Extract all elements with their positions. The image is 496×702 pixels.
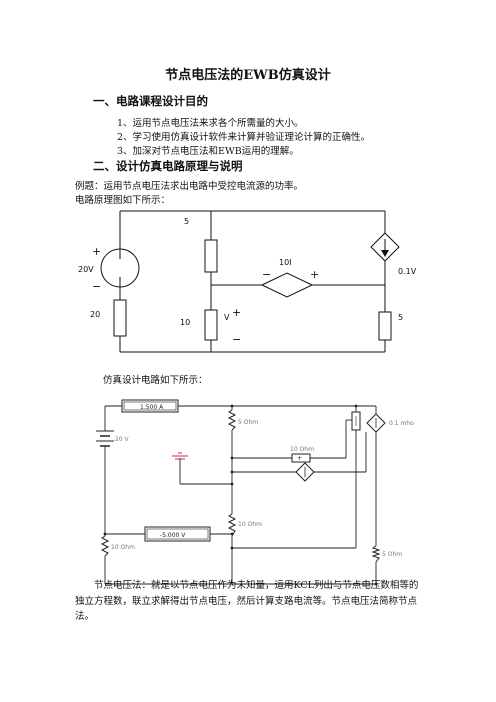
section-heading-1: 一、电路课程设计目的 xyxy=(93,94,208,108)
plus-sign: + xyxy=(310,268,319,281)
ctrl-source-label: 0.1V xyxy=(398,267,417,276)
resistor-label: 10 Ohm xyxy=(111,544,135,551)
resistor-top-label: 5 xyxy=(184,217,189,226)
resistor-label: 5 Ohm xyxy=(382,551,402,558)
page-title: 节点电压法的EWB仿真设计 xyxy=(165,68,331,83)
resistor-10ohm-middle xyxy=(227,513,237,537)
section-heading-2: 二、设计仿真电路原理与说明 xyxy=(93,159,243,173)
controlled-current-source xyxy=(370,232,400,262)
voltage-label: V xyxy=(224,313,230,322)
vccs-label: 0.1 mho xyxy=(389,420,414,427)
resistor-top xyxy=(204,239,218,273)
plus-sign: + xyxy=(232,306,241,319)
plus-sign: + xyxy=(297,455,302,462)
series-source-label: 10I xyxy=(279,258,292,267)
schematic-intro: 电路原理图如下所示： xyxy=(75,195,171,206)
minus-sign: − xyxy=(232,333,241,346)
ammeter-reading: 1.500 A xyxy=(140,404,164,411)
battery-label: 20 V xyxy=(115,436,130,443)
minus-sign: − xyxy=(92,280,101,293)
voltmeter-reading: -5.000 V xyxy=(160,532,186,539)
resistor-label: 5 Ohm xyxy=(238,419,258,426)
resistor-bottom xyxy=(204,309,218,341)
example-text: 例题：运用节点电压法求出电路中受控电流源的功率。 xyxy=(75,181,304,192)
resistor-bottom-label: 10 xyxy=(180,318,190,327)
minus-sign: − xyxy=(262,268,271,281)
voltmeter xyxy=(144,526,211,542)
source-label: 20V xyxy=(78,265,94,274)
controlled-voltage-source xyxy=(291,453,311,463)
arrow-down-icon xyxy=(381,250,389,257)
list-item: 3、加深对节点电压法和EWB运用的理解。 xyxy=(117,146,299,157)
resistor-label: 10 Ohm xyxy=(238,521,262,528)
list-item: 2、学习使用仿真设计软件来计算并验证理论计算的正确性。 xyxy=(117,132,371,143)
resistor-10ohm-left xyxy=(100,535,110,557)
simulation-intro: 仿真设计电路如下所示： xyxy=(103,375,208,386)
ammeter xyxy=(121,399,179,413)
node-voltage-paragraph: 节点电压法：就是以节点电压作为未知量，运用KCL列出与节点电压数相等的独立方程数… xyxy=(75,580,419,622)
voltage-source xyxy=(100,248,140,288)
resistor-right xyxy=(378,311,392,341)
list-item: 1、运用节点电压法来求各个所需量的大小。 xyxy=(117,118,304,129)
resistor-label: 10 Ohm xyxy=(290,446,314,453)
controlled-voltage-source xyxy=(260,272,314,298)
resistor-left xyxy=(113,299,127,337)
resistor-right-label: 5 xyxy=(398,313,403,322)
plus-sign: + xyxy=(92,245,101,258)
resistor-5ohm-right xyxy=(371,545,381,563)
resistor-left-label: 20 xyxy=(90,310,100,319)
resistor-5ohm-top xyxy=(227,409,237,431)
